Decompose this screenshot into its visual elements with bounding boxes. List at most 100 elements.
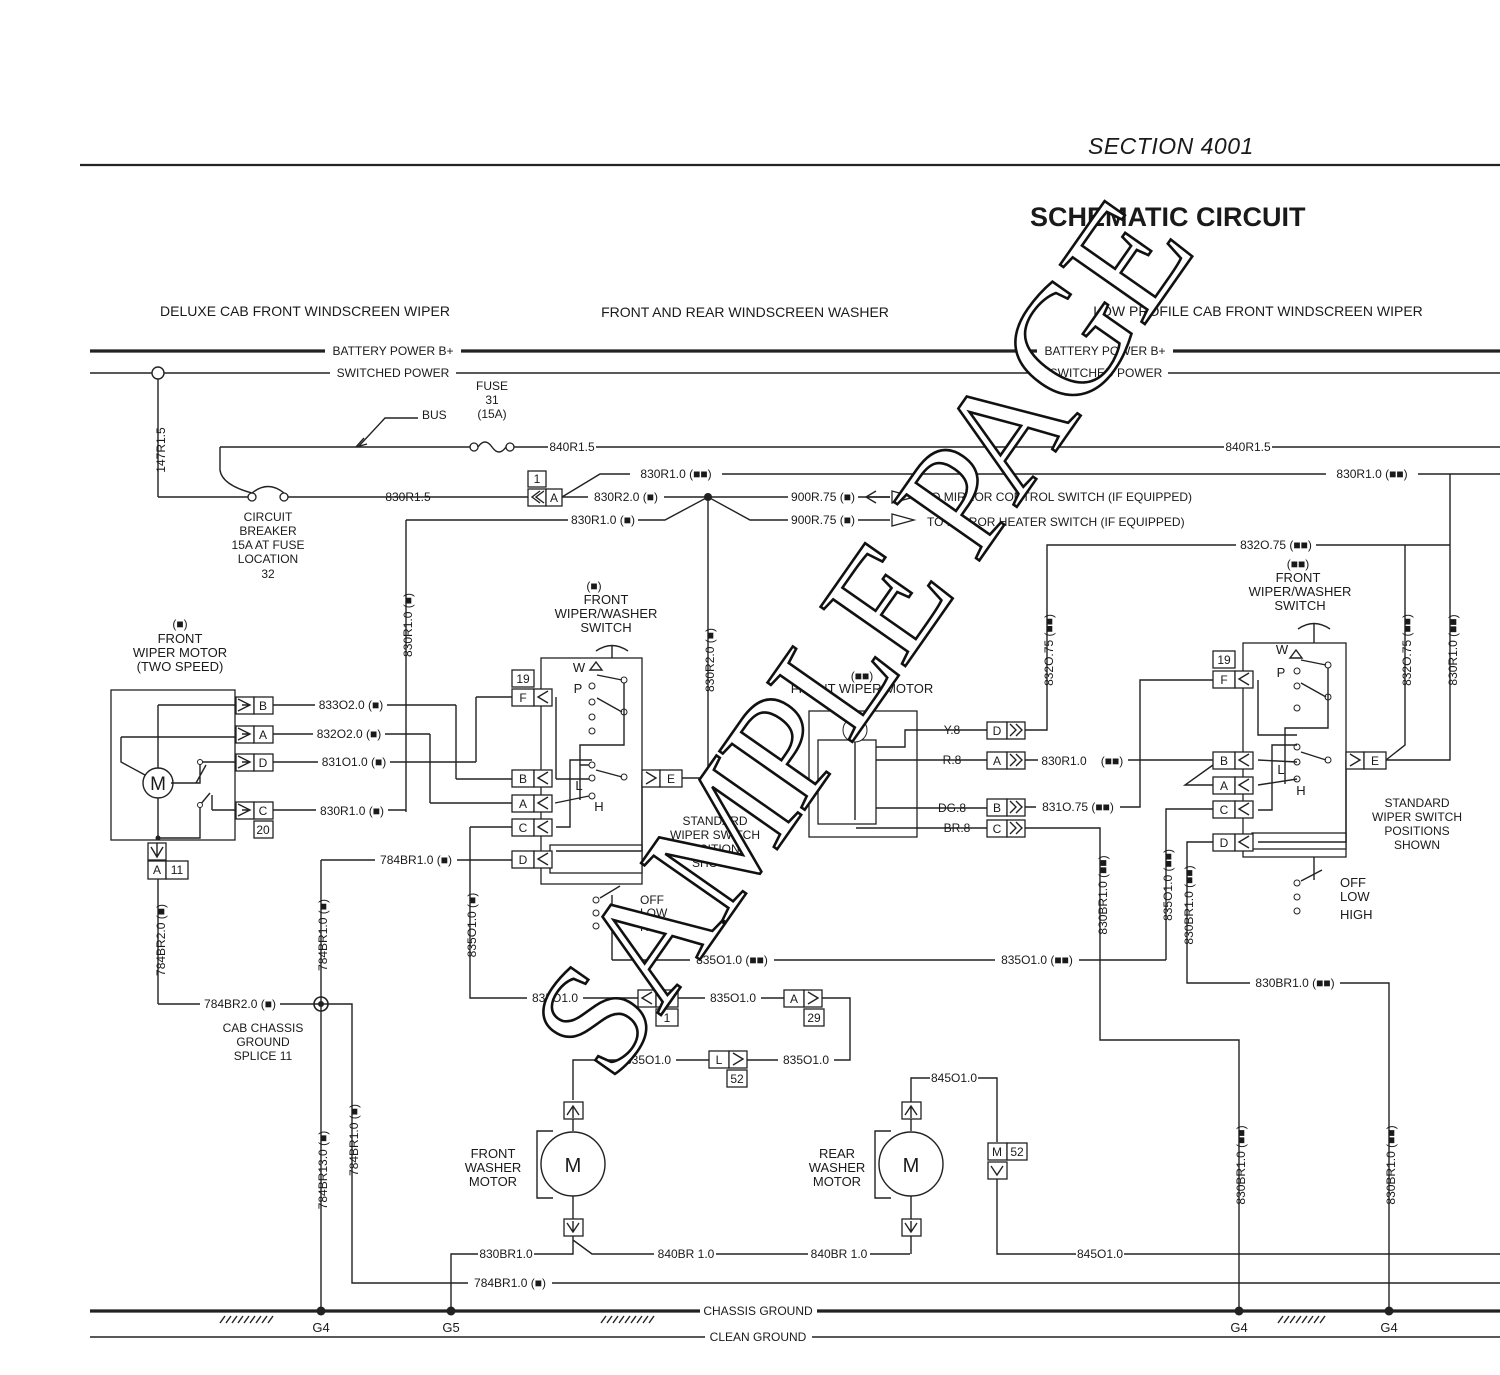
note-text: POSITIONS bbox=[682, 842, 747, 856]
component-label: FRONT bbox=[584, 592, 629, 607]
front-wiper-motor-two-speed: M bbox=[110, 689, 236, 841]
component-mark: (■) bbox=[586, 579, 601, 593]
pin-label: 20 bbox=[256, 823, 270, 837]
wire-label: 835O1.0 (■■) bbox=[1001, 953, 1073, 967]
ground-label: G5 bbox=[442, 1320, 459, 1335]
pin-label: C bbox=[993, 822, 1002, 836]
pin-label: W bbox=[573, 660, 586, 675]
switch-position-label: OFF bbox=[640, 893, 664, 907]
ground-node bbox=[316, 1306, 326, 1316]
pin-label: P bbox=[574, 681, 583, 696]
fuse-label: FUSE bbox=[476, 379, 508, 393]
breaker-label: 32 bbox=[261, 567, 275, 581]
left-motor-connector: B A D C 20 bbox=[235, 696, 274, 839]
wire-label: 831O1.0 (■) bbox=[322, 755, 387, 769]
pin-label: C bbox=[519, 821, 528, 835]
component-mark: (■■) bbox=[851, 669, 874, 683]
chassis-ground-label: CHASSIS GROUND bbox=[703, 1304, 813, 1318]
note-text: SHOWN bbox=[692, 856, 738, 870]
pin-label: D bbox=[519, 853, 528, 867]
note-text: STANDARD bbox=[1384, 796, 1449, 810]
wire-label: 830R1.0 (■■) bbox=[1446, 614, 1460, 685]
wire-label: R.8 bbox=[943, 753, 962, 767]
breaker-label: 15A AT FUSE bbox=[232, 538, 305, 552]
pin-label: W bbox=[1276, 642, 1289, 657]
pin-label: H bbox=[1296, 783, 1305, 798]
note-text: WIPER SWITCH bbox=[1372, 810, 1462, 824]
breaker-label: LOCATION bbox=[238, 552, 298, 566]
switch-position-label: LOW bbox=[640, 906, 668, 920]
rear-washer-motor: M bbox=[874, 1101, 944, 1237]
component-label: SWITCH bbox=[1274, 598, 1325, 613]
component-label: WASHER bbox=[809, 1160, 866, 1175]
pin-label: A bbox=[993, 754, 1001, 768]
pin-label: E bbox=[1371, 754, 1379, 768]
pin-label: B bbox=[519, 772, 527, 786]
pin-label: H bbox=[594, 799, 603, 814]
component-label: SWITCH bbox=[580, 620, 631, 635]
wire-label: 830R2.0 (■) bbox=[594, 490, 658, 504]
wire-label: 830BR1.0 (■■) bbox=[1234, 1125, 1248, 1204]
section-label-left: DELUXE CAB FRONT WINDSCREEN WIPER bbox=[160, 303, 450, 319]
switch-position-label: HIGH bbox=[1340, 907, 1373, 922]
component-label: WIPER/WASHER bbox=[555, 606, 658, 621]
wire-label: 832O.75 (■■) bbox=[1400, 614, 1414, 686]
wire-label: 840BR 1.0 bbox=[658, 1247, 715, 1261]
pin-label: A bbox=[550, 491, 558, 505]
wire-label: 900R.75 (■) bbox=[791, 490, 855, 504]
wire-label: 830R1.5 bbox=[385, 490, 431, 504]
wire-label: 832O2.0 (■) bbox=[317, 727, 382, 741]
right-wiper-washer-switch: W P L H bbox=[1242, 642, 1347, 858]
destination-label: TO MIRROR CONTROL SWITCH (IF EQUIPPED) bbox=[924, 490, 1192, 504]
fuse-label: 31 bbox=[485, 393, 499, 407]
pin-label: 1 bbox=[664, 1011, 671, 1025]
ground-label: G4 bbox=[1380, 1320, 1397, 1335]
pin-label: F bbox=[1220, 673, 1227, 687]
wire-label: (■■) bbox=[1101, 754, 1124, 768]
battery-rail-label: BATTERY POWER B+ bbox=[332, 344, 453, 358]
pin-label: C bbox=[259, 804, 268, 818]
pin-label: F bbox=[519, 691, 526, 705]
wire-label: 830R1.0 (■) bbox=[401, 593, 415, 657]
wire-label: 832O.75 (■■) bbox=[1240, 538, 1312, 552]
pin-label: A bbox=[519, 797, 527, 811]
component-mark: (■) bbox=[172, 617, 187, 631]
center-front-wiper-motor bbox=[808, 710, 988, 838]
pin-label: B bbox=[993, 801, 1001, 815]
wire-label: 784BR13.0 (■) bbox=[316, 1131, 330, 1210]
pin-label: 29 bbox=[807, 1011, 821, 1025]
pin-label: 19 bbox=[1217, 653, 1231, 667]
wire-label: 832O.75 (■■) bbox=[1042, 614, 1056, 686]
wire-label: 830R2.0 (■) bbox=[703, 628, 717, 692]
connector-52: L 52 bbox=[708, 1050, 748, 1088]
pin-label: M bbox=[992, 1145, 1002, 1159]
motor-symbol: M bbox=[903, 1155, 920, 1177]
switched-rail: SWITCHED POWER SWITCHED POWER bbox=[90, 366, 1500, 380]
pin-label: L bbox=[1277, 762, 1284, 777]
pin-label: B bbox=[259, 699, 267, 713]
pin-label: D bbox=[993, 724, 1002, 738]
ground-node bbox=[446, 1306, 456, 1316]
wire-label: 830R1.0 (■■) bbox=[640, 467, 711, 481]
wire-label: 830BR1.0 (■■) bbox=[1096, 855, 1110, 934]
switched-rail-label-right: SWITCHED POWER bbox=[1050, 366, 1163, 380]
note-text: STANDARD bbox=[682, 814, 747, 828]
destination-label: TO MIRROR HEATER SWITCH (IF EQUIPPED) bbox=[927, 515, 1185, 529]
circuit-breaker bbox=[219, 447, 289, 502]
wire-label: 830R1.0 (■) bbox=[320, 804, 384, 818]
pin-label: P bbox=[1277, 665, 1286, 680]
wire-label: 835O1.0 bbox=[532, 991, 578, 1005]
pin-label: B bbox=[663, 992, 671, 1006]
pin-label: D bbox=[259, 756, 268, 770]
pin-label: C bbox=[1220, 803, 1229, 817]
wire-label: 835O1.0 bbox=[625, 1053, 671, 1067]
wire-label: 845O1.0 bbox=[931, 1071, 977, 1085]
switch-position-label: OFF bbox=[1340, 875, 1366, 890]
wire-label: 840R1.5 bbox=[549, 440, 595, 454]
component-label: MOTOR bbox=[469, 1174, 517, 1189]
battery-rail-label-right: BATTERY POWER B+ bbox=[1044, 344, 1165, 358]
wire-label: 835O1.0 (■) bbox=[465, 893, 479, 958]
bus-label: BUS bbox=[422, 408, 447, 422]
right-switch-connectors: 19 F B A C D E bbox=[1212, 650, 1387, 852]
wire-label: 830BR1.0 (■■) bbox=[1384, 1125, 1398, 1204]
